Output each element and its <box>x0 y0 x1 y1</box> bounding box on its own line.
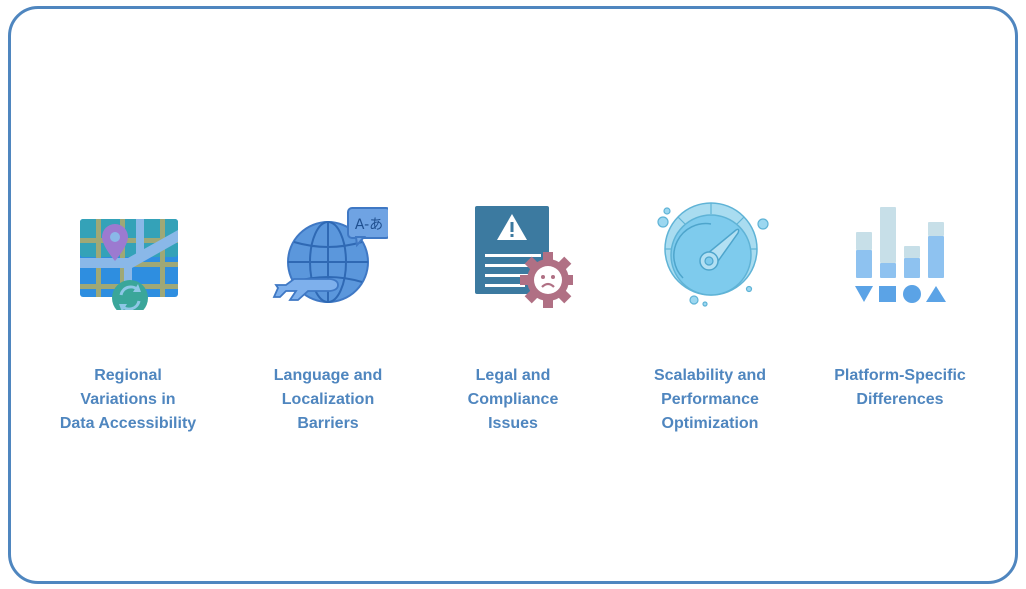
item-label: Scalability and Performance Optimization <box>653 367 767 432</box>
speedometer-gauge-icon <box>650 200 770 310</box>
item-label: Legal and Compliance Issues <box>467 367 559 432</box>
item-label: Regional Variations in Data Accessibilit… <box>59 367 197 432</box>
translate-text: A-あ <box>355 217 383 233</box>
map-sync-icon <box>68 200 188 310</box>
document-warning-gear-icon <box>453 200 573 310</box>
item-scalability-performance: Scalability and Performance Optimization <box>615 0 805 589</box>
item-platform-differences: Platform-Specific Differences <box>805 0 995 589</box>
globe-translate-icon: A-あ <box>268 200 388 310</box>
item-legal-compliance: Legal and Compliance Issues <box>418 0 608 589</box>
item-label: Language and Localization Barriers <box>273 367 383 432</box>
item-language-localization: A-あ Language and Localization Barriers <box>233 0 423 589</box>
bar-chart-shapes-icon <box>840 200 960 310</box>
item-label: Platform-Specific Differences <box>834 367 966 408</box>
item-regional-variations: Regional Variations in Data Accessibilit… <box>33 0 223 589</box>
